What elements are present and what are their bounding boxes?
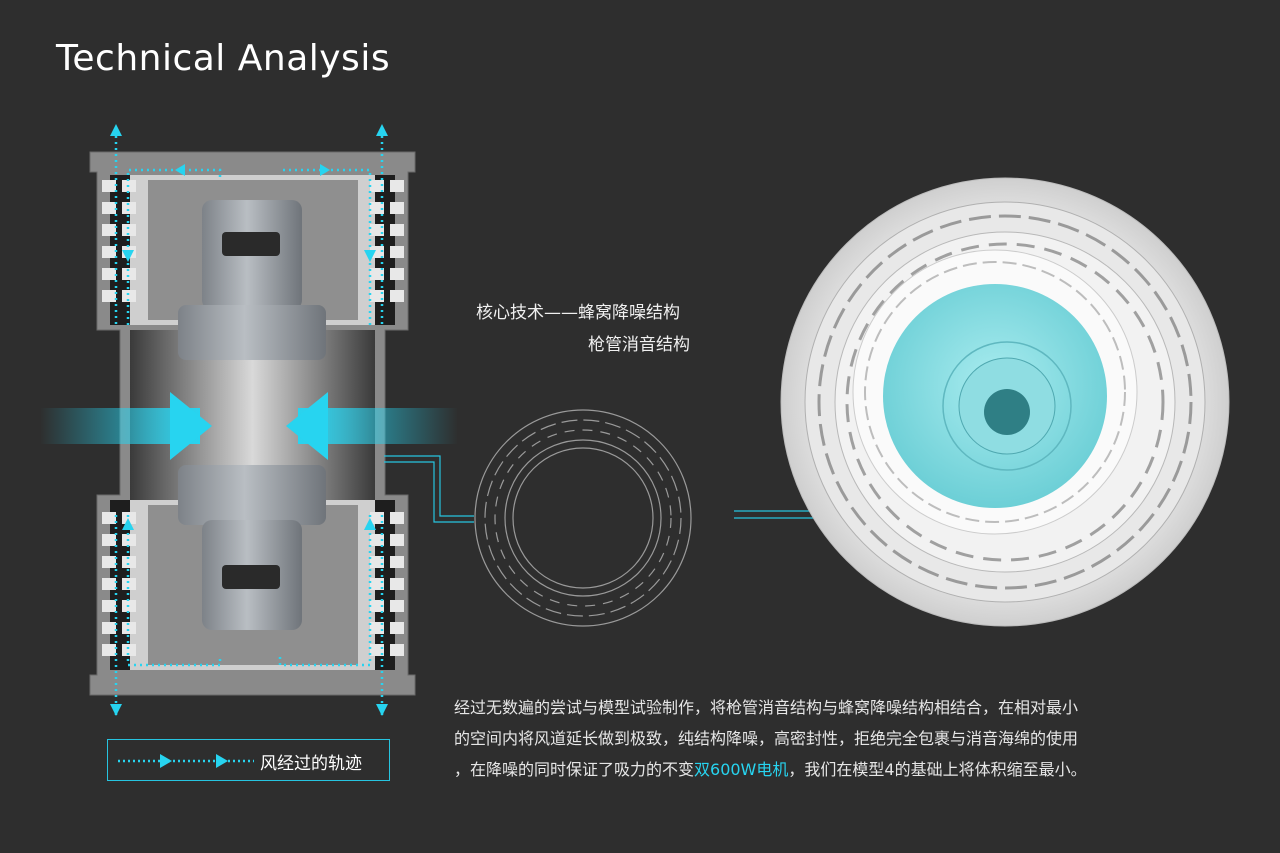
inflow-arrow-left <box>40 392 212 460</box>
page-title: Technical Analysis <box>56 38 391 79</box>
cutaway-diagram <box>40 124 458 716</box>
airflow-path <box>114 130 384 715</box>
legend-label: 风经过的轨迹 <box>260 754 362 774</box>
airflow-arrowheads <box>110 124 388 716</box>
honeycomb-right-bottom <box>370 512 404 656</box>
honeycomb-right-top <box>370 180 404 302</box>
description-line-3-start: ，在降噪的同时保证了吸力的不变 <box>454 760 695 779</box>
core-tech-label: 核心技术——蜂窝降噪结构 <box>476 303 680 323</box>
motor-bottom <box>178 465 326 630</box>
leader-lines <box>384 455 836 523</box>
honeycomb-left-bottom <box>102 512 136 656</box>
description-line-1: 经过无数遍的尝试与模型试验制作，将枪管消音结构与蜂窝降噪结构相结合，在相对最小 <box>454 698 1079 717</box>
motor-hub <box>984 389 1030 435</box>
description-line-3: ，在降噪的同时保证了吸力的不变双600W电机，我们在模型4的基础上将体积缩至最小… <box>454 754 1174 785</box>
wireframe-ring <box>474 409 692 627</box>
description-line-3-end: ，我们在模型4的基础上将体积缩至最小。 <box>788 760 1087 779</box>
wireframe-ring-diagram <box>384 409 836 627</box>
inflow-arrow-right <box>286 392 458 460</box>
description-line-2: 的空间内将风道延长做到极致，纯结构降噪，高密封性，拒绝完全包裹与消音海绵的使用 <box>454 729 1079 748</box>
legend: 风经过的轨迹 <box>107 739 390 781</box>
description: 经过无数遍的尝试与模型试验制作，将枪管消音结构与蜂窝降噪结构相结合，在相对最小 … <box>454 692 1174 785</box>
silencer-structure-label: 枪管消音结构 <box>588 335 690 355</box>
motor-highlight: 双600W电机 <box>694 760 789 779</box>
filter-top-view <box>780 177 1230 627</box>
airflow-legend-icon <box>118 754 254 768</box>
motor-top <box>178 200 326 360</box>
